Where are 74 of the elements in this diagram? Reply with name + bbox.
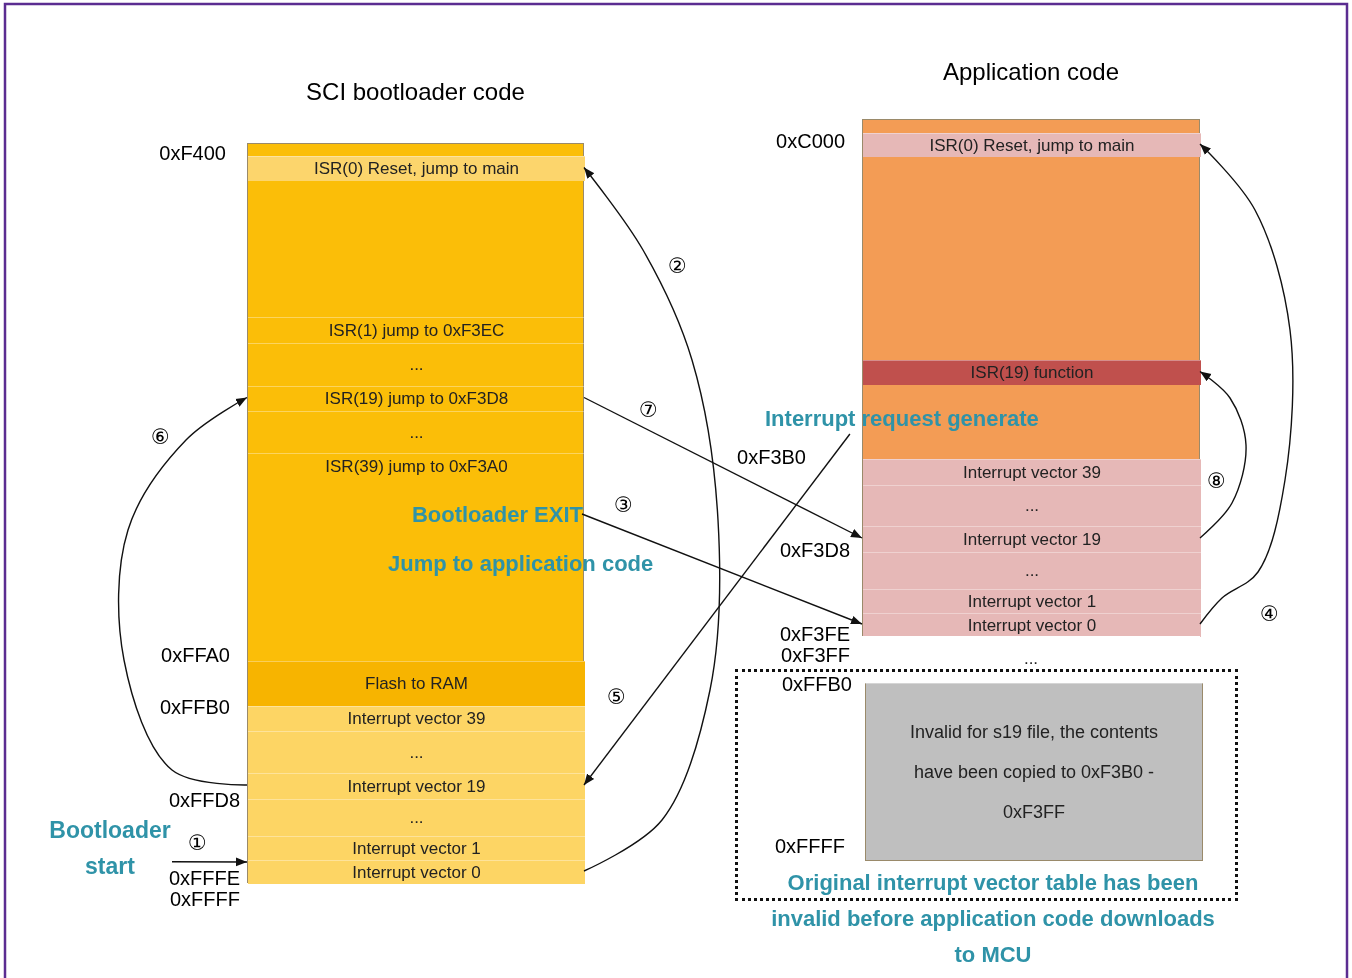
step-number: ①	[188, 831, 207, 855]
step-number: ⑤	[607, 685, 626, 709]
address-label: 0xFFA0	[161, 645, 230, 666]
row-label: Interrupt vector 0	[352, 862, 481, 883]
memory-row	[863, 360, 1201, 385]
address-label: 0xFFB0	[159, 697, 230, 718]
address-label: 0xFFFF	[775, 836, 845, 857]
memory-row	[865, 683, 1203, 861]
row-label: ...	[409, 355, 424, 375]
annotation-text: Interrupt request generate	[765, 404, 1065, 434]
row-label: ISR(0) Reset, jump to main	[929, 135, 1135, 156]
row-label: Interrupt vector 39	[963, 462, 1101, 483]
memory-row	[248, 731, 585, 773]
address-label: 0xFFFE	[168, 868, 240, 889]
block-title: SCI bootloader code	[305, 78, 526, 106]
arrow	[583, 396, 863, 539]
step-number: ③	[614, 493, 633, 517]
row-label: Interrupt vector 1	[352, 838, 481, 859]
row-label: Flash to RAM	[365, 674, 468, 694]
address-label: 0xF400	[159, 143, 226, 164]
arrow	[1199, 143, 1294, 625]
row-label: Invalid for s19 file, the contents have been copied to 0xF3B0 - 0xF3FF	[908, 721, 1160, 824]
memory-row	[248, 836, 585, 860]
address-label: 0xF3D8	[779, 540, 850, 561]
row-label: ...	[409, 422, 424, 443]
row-label: ISR(19) function	[970, 363, 1094, 383]
memory-row	[248, 860, 585, 884]
arrow	[581, 513, 863, 625]
row-label: ISR(39) jump to 0xF3A0	[325, 456, 508, 477]
row-label: Interrupt vector 19	[347, 776, 486, 797]
row-label: ...	[1024, 496, 1040, 516]
memory-row	[863, 459, 1201, 485]
address-label: 0xC000	[776, 131, 845, 152]
row-label: ISR(1) jump to 0xF3EC	[328, 320, 505, 341]
step-number: ⑦	[639, 398, 658, 422]
step-number: ④	[1260, 602, 1279, 626]
memory-row	[863, 485, 1201, 526]
memory-row	[863, 613, 1201, 637]
row-label: ISR(19) jump to 0xF3D8	[324, 389, 509, 409]
row-label: Interrupt vector 39	[347, 709, 486, 729]
step-number: ⑥	[151, 425, 170, 449]
row-label: ...	[409, 742, 424, 763]
arrow	[171, 857, 248, 867]
memory-row	[248, 156, 585, 181]
memory-row	[863, 552, 1201, 589]
memory-row	[863, 589, 1201, 613]
row-label: ...	[409, 808, 424, 828]
address-label: 0xF3B0	[737, 447, 806, 468]
row-label: Interrupt vector 1	[967, 591, 1097, 612]
row-label: ...	[1023, 648, 1039, 669]
row-label: Interrupt vector 0	[967, 615, 1097, 636]
row-label: ...	[1024, 561, 1040, 581]
address-label: 0xF3FF	[781, 645, 850, 666]
address-label: 0xFFB0	[781, 674, 852, 695]
memory-row	[248, 773, 585, 799]
step-number: ②	[668, 254, 687, 278]
address-label: 0xFFD8	[168, 790, 240, 811]
memory-row	[863, 133, 1201, 157]
arrow	[117, 396, 248, 786]
arrow	[1199, 370, 1247, 539]
step-number: ⑧	[1207, 469, 1226, 493]
region-caption: Original interrupt vector table has been invalid before application code downloads to MCU	[770, 869, 1216, 969]
memory-row	[248, 661, 585, 706]
memory-row	[863, 526, 1201, 552]
address-label: 0xF3FE	[779, 624, 850, 645]
memory-row	[248, 799, 585, 836]
block-title: Application code	[941, 58, 1121, 86]
address-label: 0xFFFF	[170, 889, 240, 910]
row-label: Interrupt vector 19	[963, 529, 1101, 550]
memory-row	[248, 706, 585, 731]
arrow	[583, 433, 851, 786]
annotation-text: Bootloader EXIT	[396, 501, 583, 529]
arrow	[583, 166, 721, 872]
row-label: ISR(0) Reset, jump to main	[314, 159, 519, 179]
